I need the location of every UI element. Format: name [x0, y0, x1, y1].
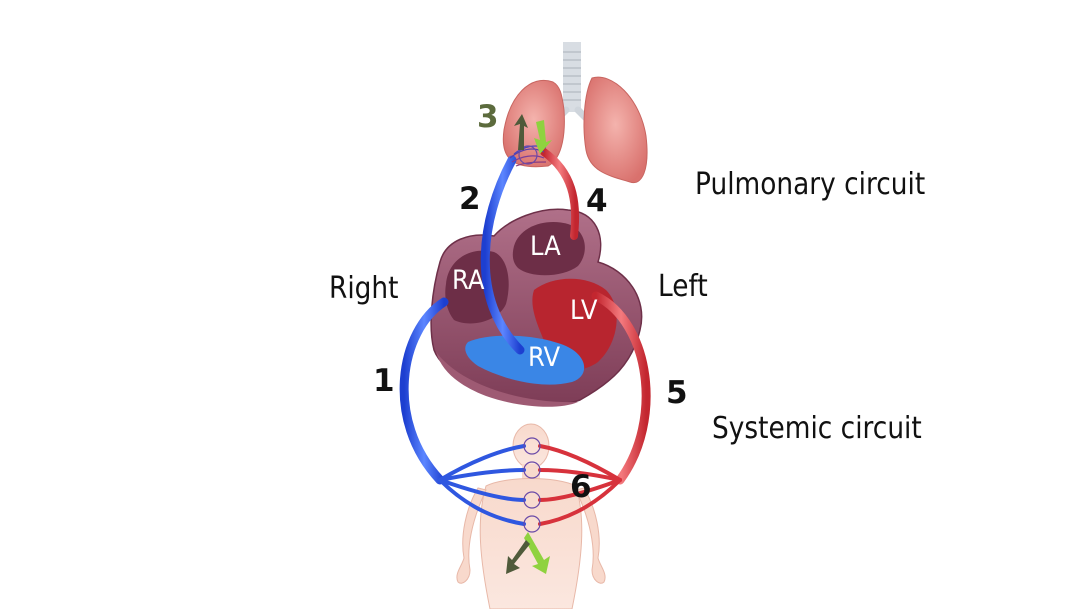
co2-in-arrow	[506, 540, 530, 574]
step-1-label: 1	[373, 363, 395, 399]
step-5-label: 5	[666, 375, 688, 411]
left-arm	[456, 487, 487, 584]
o2-in-arrow	[534, 120, 552, 154]
pulmonary-circuit-label: Pulmonary circuit	[695, 167, 926, 202]
ra-label: RA	[452, 265, 485, 296]
systemic-red-branches	[538, 444, 622, 526]
lung-gas-exchange-arrows	[514, 114, 552, 154]
systemic-blue-branches	[438, 444, 526, 526]
o2-out-arrow	[524, 532, 550, 574]
la-label: LA	[530, 231, 561, 262]
left-atrium	[512, 222, 585, 276]
body-capillary-beds	[523, 437, 541, 533]
rv-label: RV	[528, 342, 561, 373]
right-ventricle	[465, 335, 585, 385]
step-3-label: 3	[477, 99, 499, 135]
co2-out-arrow	[514, 114, 528, 150]
right-lung	[502, 79, 565, 168]
body-gas-exchange-arrows	[506, 532, 550, 574]
left-side-label: Left	[658, 269, 708, 304]
left-lung	[583, 76, 648, 184]
step-4-label: 4	[586, 183, 608, 219]
step-2-label: 2	[459, 181, 481, 217]
aorta	[591, 291, 651, 485]
right-side-label: Right	[329, 271, 399, 306]
pulmonary-vein	[540, 148, 580, 240]
systemic-circuit-label: Systemic circuit	[712, 411, 922, 446]
step-6-label: 6	[570, 469, 592, 505]
pulmonary-artery	[480, 155, 525, 355]
vena-cava	[399, 297, 449, 485]
lv-label: LV	[570, 295, 598, 326]
right-arm	[575, 487, 606, 584]
